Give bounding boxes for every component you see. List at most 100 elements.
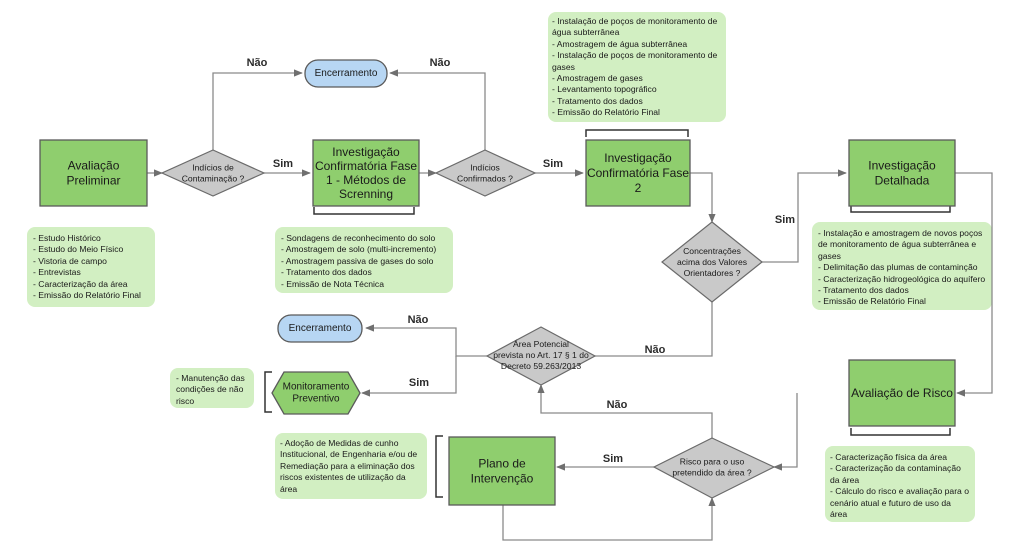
- note-risco: [825, 446, 975, 522]
- note-line: - Entrevistas: [33, 267, 81, 278]
- note-line: Institucional, de Engenharia e/ou de: [280, 449, 418, 460]
- note-fase1: [275, 227, 453, 293]
- note-line: - Emissão do Relatório Final: [552, 107, 660, 118]
- note-line: riscos existentes de utilização da: [280, 472, 406, 483]
- note-line: Remediação para a eliminação dos: [280, 460, 415, 471]
- edge-label-nao_3: Não: [408, 314, 429, 326]
- note-line: - Adoção de Medidas de cunho: [280, 438, 399, 448]
- note-line: área: [830, 509, 848, 520]
- note-line: - Sondagens de reconhecimento do solo: [281, 233, 436, 243]
- note-monitoramento: [170, 368, 254, 408]
- process-label: Investigação: [604, 151, 672, 165]
- process-investigacao-fase1: [312, 139, 420, 207]
- note-line: - Levantamento topográfico: [552, 84, 657, 95]
- edge-label-sim_5: Sim: [603, 453, 623, 465]
- note-line: - Caracterização física da área: [830, 452, 948, 462]
- decision-label: Concentrações: [683, 246, 741, 256]
- note-line: - Instalação de poços de monitoramento d…: [552, 16, 718, 26]
- edge-label-sim_1: Sim: [273, 158, 293, 170]
- bracket-detalhada: [850, 205, 951, 213]
- edge-confirmados-encerramento: [389, 69, 486, 150]
- decision-label: Contaminação ?: [182, 174, 245, 184]
- process-label: Investigação: [868, 159, 936, 173]
- terminal-monitoramento: [271, 371, 361, 415]
- bracket-risco: [850, 428, 951, 436]
- terminal-label: Encerramento: [289, 323, 352, 334]
- process-label: 1 - Métodos de: [326, 173, 406, 187]
- process-label: Intervenção: [471, 472, 534, 486]
- note-preliminar-text: - Estudo Histórico- Estudo do Meio Físic…: [33, 233, 141, 301]
- process-investigacao-fase2: [585, 139, 691, 207]
- note-intervencao: [275, 433, 427, 499]
- note-line: - Emissão de Nota Técnica: [281, 278, 385, 289]
- edge-label-nao_5: Não: [607, 399, 628, 411]
- note-line: água subterrânea: [552, 27, 620, 38]
- note-line: gases: [818, 250, 841, 261]
- decision-risco-uso: [652, 437, 776, 499]
- note-fase2-text: - Instalação de poços de monitoramento d…: [552, 16, 717, 119]
- note-preliminar: [27, 227, 155, 307]
- note-line: - Vistoria de campo: [33, 255, 107, 266]
- edge-fase2-concentracoes: [690, 172, 716, 223]
- edge-label-sim_4: Sim: [409, 377, 429, 389]
- decision-label: acima dos Valores: [677, 257, 747, 267]
- note-line: - Amostragem passiva de gases do solo: [281, 255, 434, 266]
- edge-risco-riscouso: [773, 393, 798, 471]
- note-detalhada: [812, 222, 992, 310]
- note-detalhada-text: - Instalação e amostragem de novos poços…: [818, 228, 985, 308]
- note-risco-text: - Caracterização física da área- Caracte…: [830, 452, 969, 520]
- bracket-fase2: [585, 129, 689, 137]
- edge-concentracoes-detalhada: [762, 169, 847, 263]
- note-fase2: [548, 12, 726, 122]
- process-label: Detalhada: [875, 174, 930, 188]
- process-label: Confirmatória Fase: [315, 159, 417, 173]
- note-line: - Emissão do Relatório Final: [33, 290, 141, 301]
- process-avaliacao-risco: [848, 359, 956, 427]
- note-line: condições de não: [176, 384, 244, 395]
- edge-label-nao_4: Não: [645, 344, 666, 356]
- terminal-label: Monitoramento: [283, 382, 350, 393]
- terminal-encerramento-top: [304, 59, 388, 88]
- process-label: Confirmatória Fase: [587, 166, 689, 180]
- decision-label: Orientadores ?: [684, 268, 741, 278]
- note-line: área: [280, 483, 298, 494]
- note-line: - Manutenção das: [176, 373, 245, 383]
- decision-label: Área Potencial: [513, 339, 569, 349]
- note-line: - Tratamento dos dados: [552, 95, 643, 106]
- note-line: - Estudo Histórico: [33, 233, 101, 243]
- decision-indicios-contaminacao: [160, 149, 266, 197]
- decision-label: Indícios de: [192, 163, 234, 173]
- edge-label-sim_3: Sim: [775, 214, 795, 226]
- process-investigacao-detalhada: [848, 139, 956, 207]
- edge-area-monitoramento: [361, 356, 457, 397]
- terminal-label: Encerramento: [315, 68, 378, 79]
- note-line: cenário atual e futuro de uso da: [830, 497, 951, 508]
- note-fase1-text: - Sondagens de reconhecimento do solo - A…: [281, 233, 436, 290]
- edge-label-nao_2: Não: [430, 57, 451, 69]
- note-line: - Caracterização da área: [33, 278, 128, 289]
- process-label: Screnning: [339, 187, 393, 201]
- note-line: - Instalação de poços de monitoramento d…: [552, 50, 718, 61]
- decision-label: Risco para o uso: [680, 457, 745, 467]
- process-label: Avaliação de Risco: [851, 386, 953, 400]
- note-line: da área: [830, 474, 860, 485]
- process-avaliacao-preliminar: [39, 139, 148, 207]
- edge-plano-riscouso: [502, 497, 716, 541]
- edge-concentracoes-area: [595, 302, 713, 357]
- process-label: Plano de: [478, 457, 526, 471]
- edge-riscouso-area: [537, 384, 713, 438]
- note-line: - Estudo do Meio Físico: [33, 244, 124, 255]
- note-line: - Amostragem de gases: [552, 73, 643, 84]
- process-label: Preliminar: [66, 174, 120, 188]
- note-line: - Caracterização da contaminação: [830, 463, 961, 474]
- process-label: Avaliação: [68, 159, 120, 173]
- bracket-monitoramento: [264, 371, 272, 413]
- process-label: Investigação: [332, 145, 400, 159]
- bracket-intervencao: [435, 435, 443, 498]
- note-line: - Caracterização hidrogeológica do aquíf…: [818, 273, 986, 284]
- decision-label: Confirmados ?: [457, 174, 513, 184]
- note-line: - Tratamento dos dados: [818, 285, 909, 296]
